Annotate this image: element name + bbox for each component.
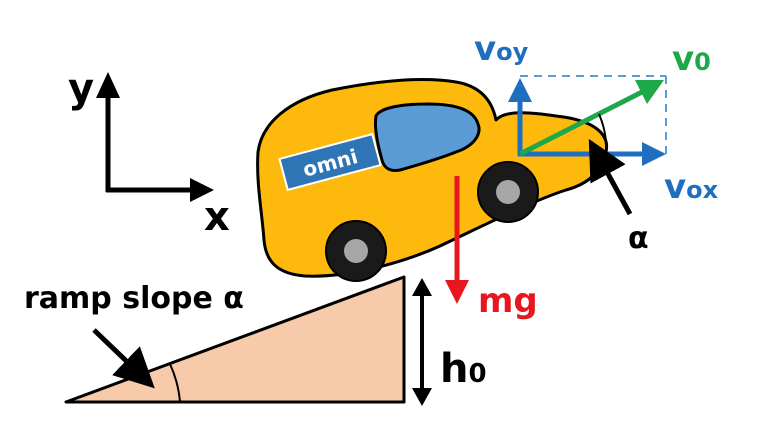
coordinate-axes: y x (68, 66, 230, 240)
ramp: ramp slope α (24, 275, 406, 404)
height-label: h0 (440, 346, 487, 392)
v0-arrowhead (635, 80, 664, 104)
voy-arrowhead (508, 78, 532, 102)
rear-wheel (325, 220, 387, 282)
badge-plate (278, 132, 382, 192)
gravity-arrowhead (445, 280, 469, 304)
ramp-slope-label: ramp slope α (24, 281, 244, 316)
alpha-pointer-arrow (588, 138, 633, 216)
y-axis-arrowhead (96, 72, 120, 98)
x-axis-label: x (204, 194, 230, 240)
vox-label: vox (664, 167, 719, 207)
slope-pointer-arrow (92, 328, 155, 389)
gravity-label: mg (478, 281, 538, 321)
alpha-label: α (628, 221, 649, 256)
y-axis-label: y (68, 66, 94, 112)
v0-arrow-shaft (518, 87, 648, 157)
ramp-angle-arc (169, 363, 181, 403)
gravity-vector: mg (445, 176, 538, 321)
height-arrow-bottom (412, 388, 432, 406)
car-window (374, 102, 481, 172)
car: omni (256, 78, 609, 282)
height-indicator: h0 (412, 278, 487, 406)
v0-label: v0 (672, 39, 711, 79)
vox-arrowhead (642, 142, 666, 166)
x-axis-arrowhead (190, 178, 214, 202)
height-arrow-top (412, 278, 432, 296)
front-wheel (477, 161, 539, 223)
velocity-vectors: voy v0 vox α (474, 29, 719, 256)
car-badge: omni (278, 132, 382, 192)
voy-label: voy (474, 29, 529, 69)
